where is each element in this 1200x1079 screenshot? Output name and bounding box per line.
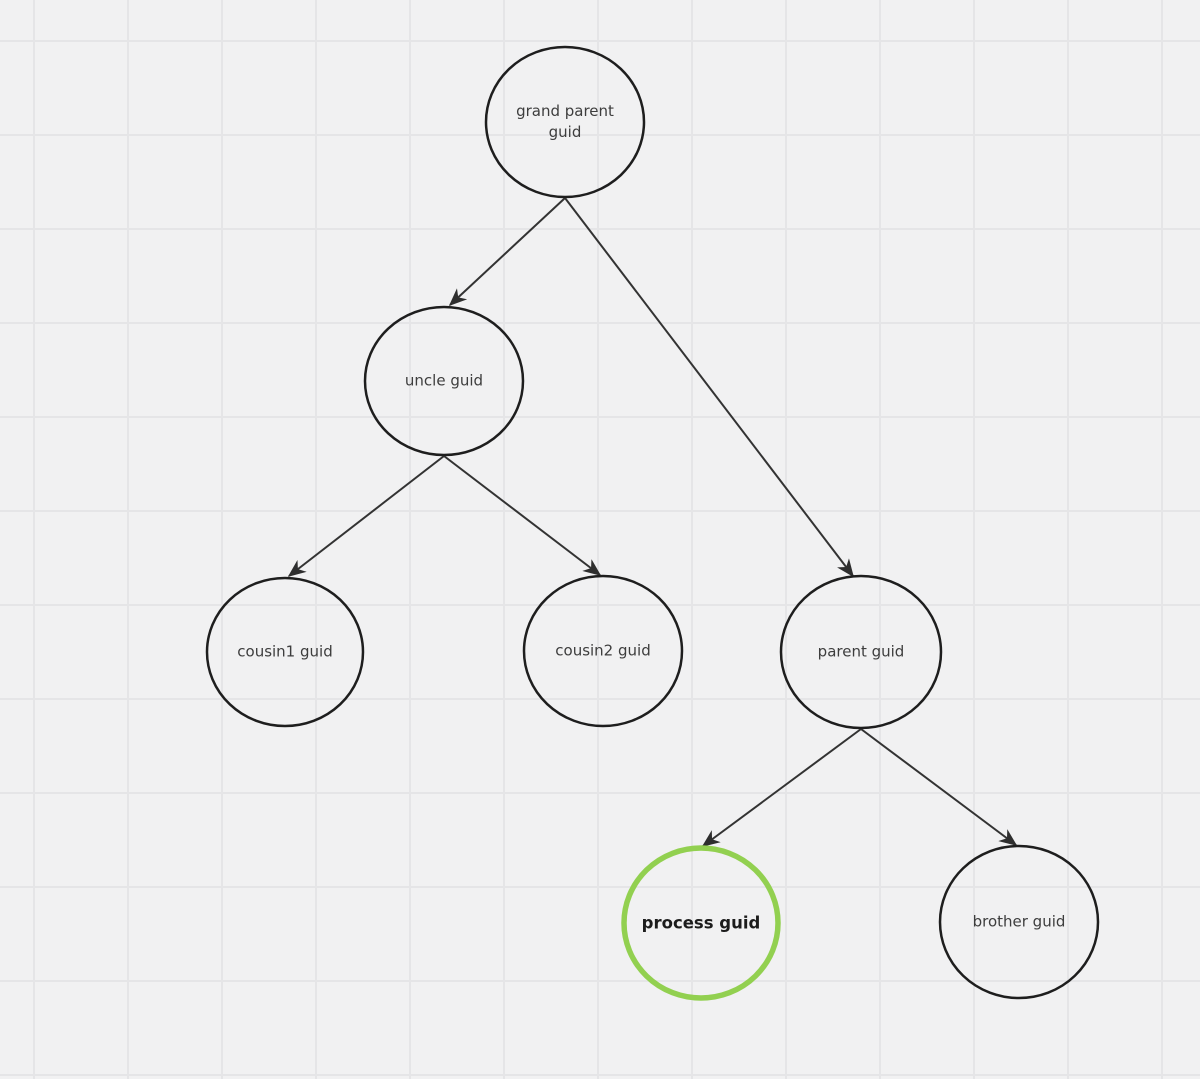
node-cousin1-guid xyxy=(205,576,365,728)
edge-grand-parent-guid-to-parent-guid xyxy=(564,197,854,578)
node-brother-guid xyxy=(938,844,1100,1000)
node-grand-parent-guid xyxy=(484,45,646,199)
node-uncle-guid xyxy=(363,305,525,457)
edge-uncle-guid-to-cousin1-guid xyxy=(287,455,445,577)
node-cousin2-guid xyxy=(522,574,684,728)
node-parent-guid xyxy=(779,574,943,730)
edge-uncle-guid-to-cousin2-guid xyxy=(443,455,602,576)
edge-parent-guid-to-process-guid xyxy=(701,728,862,847)
edge-layer xyxy=(287,197,1018,847)
edge-parent-guid-to-brother-guid xyxy=(860,728,1018,846)
edge-grand-parent-guid-to-uncle-guid xyxy=(448,197,566,307)
node-process-guid xyxy=(621,845,781,1001)
node-layer xyxy=(205,45,1100,1001)
